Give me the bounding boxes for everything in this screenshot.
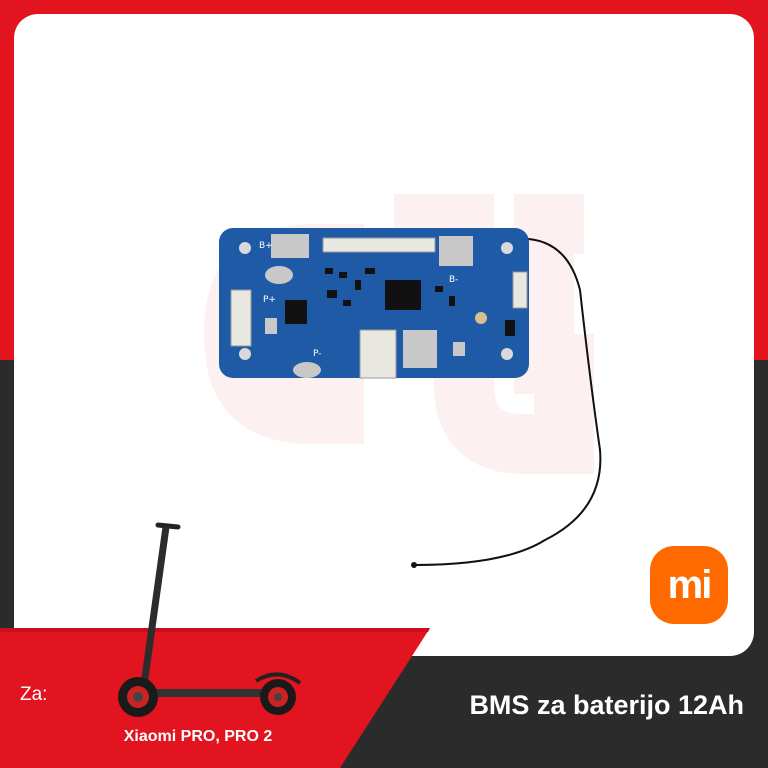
- silk-b-plus: B+: [259, 241, 273, 251]
- silk-p-minus: P-: [313, 349, 321, 359]
- product-card: B+ B- P+ P-: [14, 14, 754, 656]
- for-label: Za:: [20, 684, 48, 705]
- xiaomi-mi-logo: mi: [650, 546, 728, 624]
- product-title: BMS za baterijo 12Ah: [469, 690, 744, 720]
- silk-p-plus: P+: [263, 295, 276, 305]
- bms-pcb-image: B+ B- P+ P-: [219, 228, 602, 568]
- compatible-models: Xiaomi PRO, PRO 2: [123, 728, 273, 745]
- electric-scooter-image: [118, 522, 302, 717]
- silk-b-minus: B-: [449, 275, 458, 285]
- logo-text: mi: [667, 562, 713, 607]
- model-panel: [0, 628, 430, 768]
